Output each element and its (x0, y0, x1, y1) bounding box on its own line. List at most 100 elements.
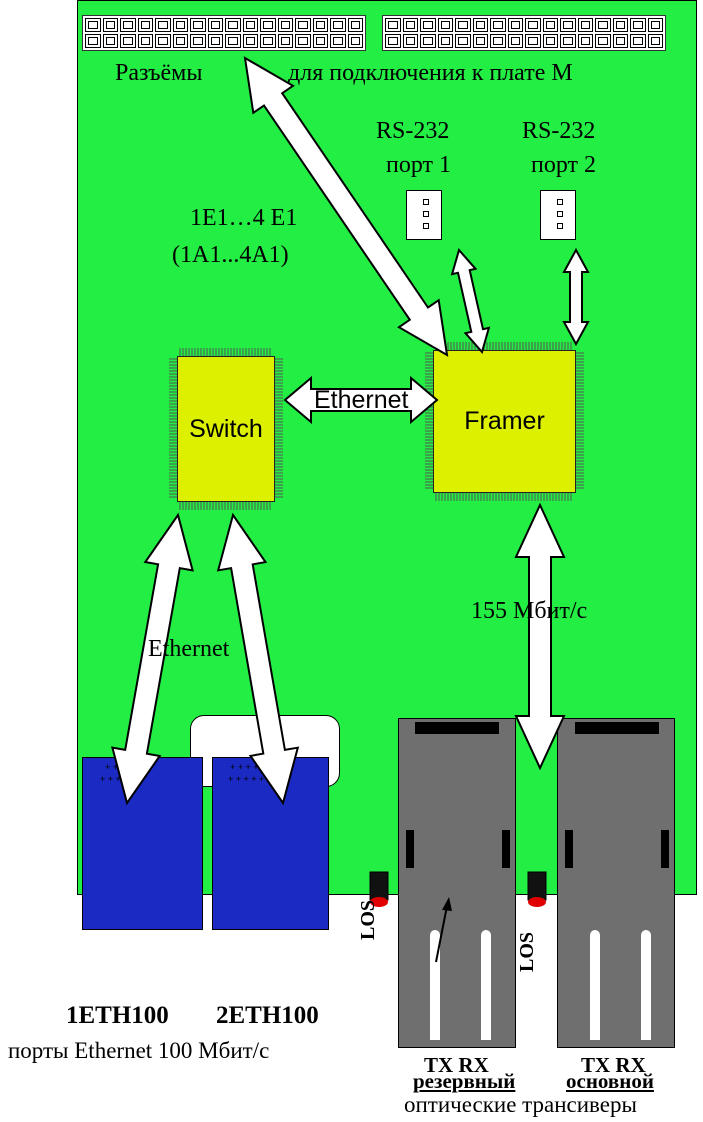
connector-pin (507, 34, 523, 48)
double-arrow (111, 512, 194, 806)
connector-pin (490, 18, 506, 32)
e1-label-line2: (1A1...4A1) (172, 242, 289, 268)
connector-pin (595, 18, 611, 32)
connector-pin (295, 34, 311, 48)
connector-pin (242, 34, 258, 48)
main-label: основной (566, 1069, 654, 1093)
connector-pin (102, 34, 118, 48)
switch-label: Switch (189, 414, 263, 443)
connector-pin (490, 34, 506, 48)
connector-pin (242, 18, 258, 32)
rs232-port2-title: RS-232 (522, 118, 596, 144)
connector-pin (420, 34, 436, 48)
framer-chip: Framer (433, 350, 576, 493)
connector-pin (577, 34, 593, 48)
connector-pin (85, 18, 101, 32)
connector-pin (312, 34, 328, 48)
connector-pin (260, 34, 276, 48)
rs232-port1-connector (406, 190, 442, 240)
optical-rate-label: 155 Мбит/с (471, 598, 588, 624)
connector-pin (595, 34, 611, 48)
connector-pin (525, 18, 541, 32)
eth-port2-name: 2ETH100 (216, 1002, 319, 1029)
transceivers-caption: оптические трансиверы (404, 1092, 637, 1117)
double-arrow (514, 502, 566, 771)
svg-text:+ + + + +: + + + + + (230, 762, 266, 772)
switch-chip: Switch (177, 356, 275, 502)
connector-pin (155, 18, 171, 32)
connector-pin (277, 18, 293, 32)
e1-label-line1: 1E1…4 E1 (190, 205, 298, 231)
connector-pin (330, 34, 346, 48)
connector-pin (347, 18, 363, 32)
connector-pin (85, 34, 101, 48)
connector-pin (612, 34, 628, 48)
connector-pin (647, 34, 663, 48)
connector-pin (402, 18, 418, 32)
rs232-port2-name: порт 2 (531, 152, 597, 178)
connector-pin (630, 34, 646, 48)
double-arrow (562, 247, 590, 347)
connector-pin (647, 18, 663, 32)
connectors-label-left: Разъёмы (115, 60, 203, 86)
connector-pin (120, 34, 136, 48)
connector-pin (472, 18, 488, 32)
rs232-port1-name: порт 1 (386, 152, 452, 178)
connector-pin (225, 34, 241, 48)
connector-pin (420, 18, 436, 32)
txrx-main-label: TX RX (581, 1053, 646, 1077)
connector-pin (172, 18, 188, 32)
connectors-label-right: для подключения к плате М (288, 60, 573, 86)
connector-pin (612, 18, 628, 32)
framer-label: Framer (464, 407, 545, 435)
reserve-label: резервный (413, 1069, 516, 1093)
board-connector-left (82, 15, 366, 51)
connector-pin (207, 18, 223, 32)
connector-pin (437, 34, 453, 48)
rs232-port1-title: RS-232 (376, 118, 450, 144)
connector-pin (190, 34, 206, 48)
connector-pin (295, 18, 311, 32)
connector-pin (455, 34, 471, 48)
connector-pin (312, 18, 328, 32)
connector-pin (560, 34, 576, 48)
connector-pin (330, 18, 346, 32)
svg-text:+ + + + +: + + + + + (100, 774, 136, 784)
los-label-main: LOS (516, 931, 538, 972)
connector-pin (190, 18, 206, 32)
eth-ports-caption: порты Ethernet 100 Мбит/с (8, 1038, 270, 1063)
ethernet-link-label: Ethernet (314, 386, 409, 414)
connector-pin (402, 34, 418, 48)
connector-pin (277, 34, 293, 48)
double-arrow (216, 512, 300, 806)
connector-pin (507, 18, 523, 32)
eth-port1-name: 1ETH100 (66, 1002, 169, 1029)
connector-pin (472, 34, 488, 48)
connector-pin (225, 18, 241, 32)
connector-pin (542, 18, 558, 32)
connector-pin (577, 18, 593, 32)
connector-pin (437, 18, 453, 32)
connector-pin (525, 34, 541, 48)
connector-pin (630, 18, 646, 32)
connector-pin (172, 34, 188, 48)
connector-pin (385, 18, 401, 32)
txrx-reserve-label: TX RX (424, 1053, 489, 1077)
double-arrow (243, 56, 449, 357)
connector-pin (137, 34, 153, 48)
los-label-reserve: LOS (357, 899, 379, 940)
double-arrow (283, 375, 439, 425)
ethernet-ports-link-label: Ethernet (148, 636, 230, 662)
transceiver-main (557, 718, 675, 1048)
connector-pin (137, 18, 153, 32)
connector-pin (120, 18, 136, 32)
connector-pin (155, 34, 171, 48)
connector-pin (347, 34, 363, 48)
connector-pin (260, 18, 276, 32)
rs232-port2-connector (540, 190, 576, 240)
connector-pin (542, 34, 558, 48)
eth-port-1 (82, 757, 203, 930)
